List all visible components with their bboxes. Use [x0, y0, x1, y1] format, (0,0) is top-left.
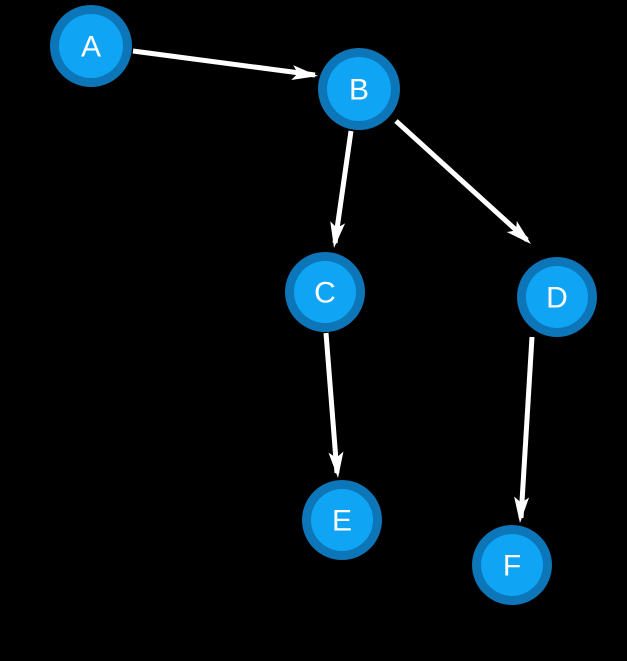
edge-arrowhead: [291, 65, 318, 81]
graph-edge[interactable]: [327, 130, 354, 249]
node-fill: [481, 534, 543, 596]
graph-node-a[interactable]: A: [50, 5, 132, 87]
graph-edge[interactable]: [323, 332, 345, 479]
nodes-layer: A B C D E F: [50, 5, 597, 605]
node-fill: [526, 266, 588, 328]
edge-line: [323, 332, 340, 474]
node-fill: [294, 261, 356, 323]
graph-node-e[interactable]: E: [302, 480, 382, 560]
edge-line: [394, 119, 529, 242]
edge-line: [132, 48, 316, 78]
edge-line: [332, 130, 354, 244]
edge-arrowhead: [330, 221, 346, 248]
node-fill: [327, 57, 391, 121]
graph-node-d[interactable]: D: [517, 257, 597, 337]
graph-edge[interactable]: [394, 119, 536, 250]
edge-arrowhead: [514, 496, 530, 523]
graph-node-f[interactable]: F: [472, 525, 552, 605]
edge-arrowhead: [328, 451, 344, 478]
node-fill: [311, 489, 373, 551]
graph-node-c[interactable]: C: [285, 252, 365, 332]
graph-edge[interactable]: [132, 48, 319, 83]
edge-line: [518, 336, 535, 519]
edge-arrowhead: [506, 220, 531, 244]
node-fill: [59, 14, 123, 78]
graph-edge[interactable]: [513, 336, 535, 523]
edges-layer: [132, 48, 536, 523]
graph-node-b[interactable]: B: [318, 48, 400, 130]
